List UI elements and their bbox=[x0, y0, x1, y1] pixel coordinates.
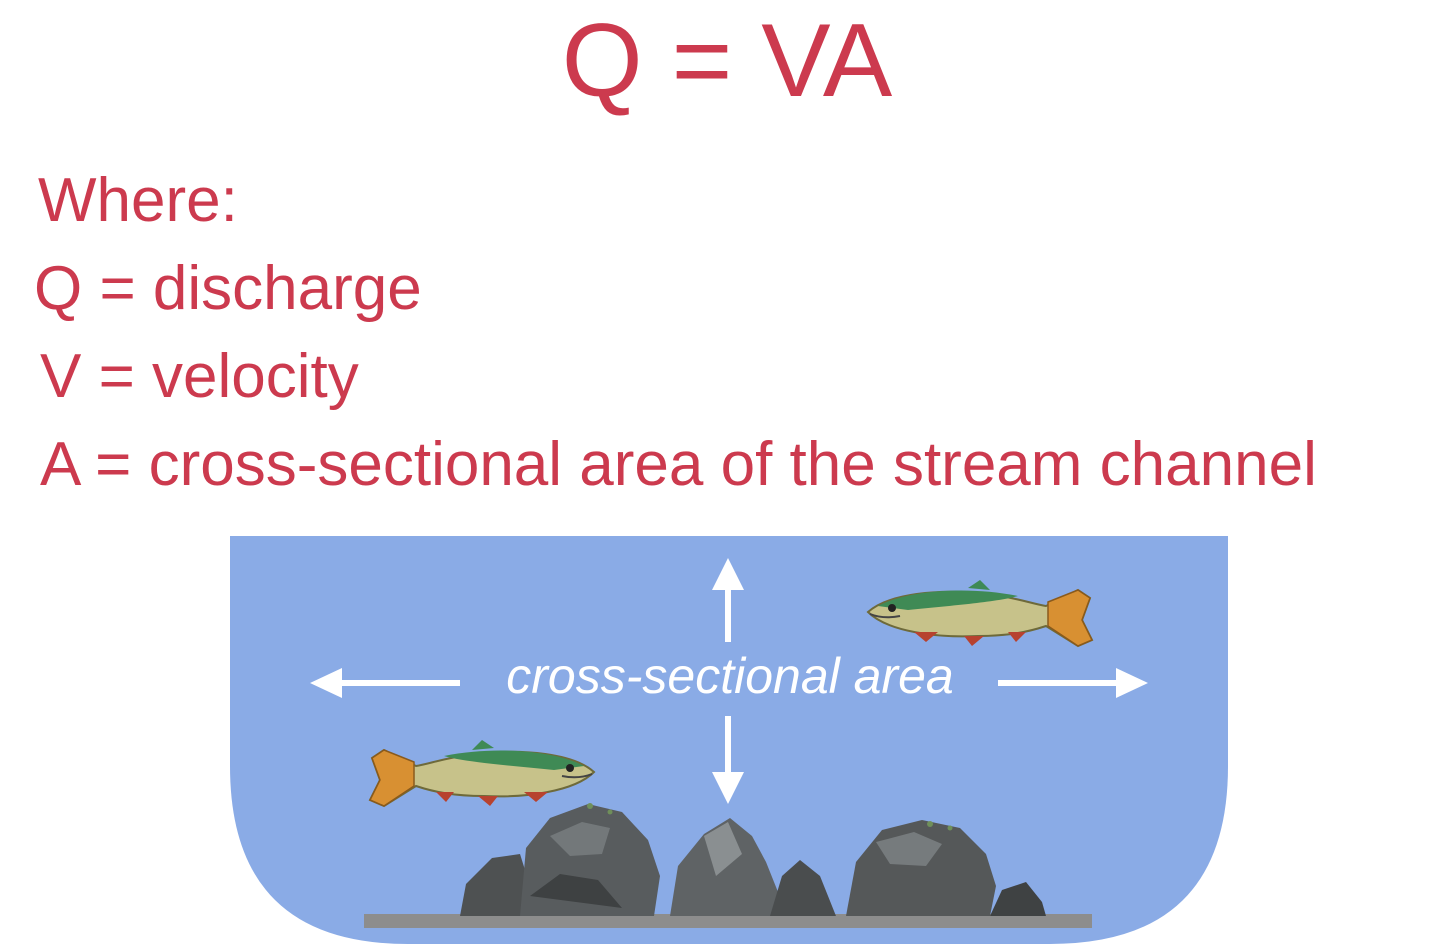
arrow-down-shaft bbox=[725, 716, 731, 774]
definition-area: A = cross-sectional area of the stream c… bbox=[40, 430, 1317, 499]
cross-sectional-area-label: cross-sectional area bbox=[506, 648, 954, 704]
fish-icon bbox=[866, 580, 1094, 648]
arrow-icon bbox=[310, 558, 1148, 804]
arrow-up-head bbox=[712, 558, 744, 590]
arrow-right-shaft bbox=[998, 680, 1120, 686]
where-label: Where: bbox=[38, 166, 238, 235]
arrow-up-shaft bbox=[725, 584, 731, 642]
stream-channel-diagram bbox=[230, 536, 1228, 944]
arrow-left-head bbox=[310, 668, 342, 698]
arrow-down-head bbox=[712, 772, 744, 804]
definition-discharge: Q = discharge bbox=[34, 254, 422, 323]
formula-title: Q = VA bbox=[561, 3, 893, 119]
arrow-right-head bbox=[1116, 668, 1148, 698]
definition-velocity: V = velocity bbox=[40, 342, 359, 411]
fish-icon bbox=[368, 740, 596, 808]
stream-bed bbox=[364, 914, 1092, 928]
rock-icon bbox=[460, 803, 1046, 916]
arrow-left-shaft bbox=[338, 680, 460, 686]
